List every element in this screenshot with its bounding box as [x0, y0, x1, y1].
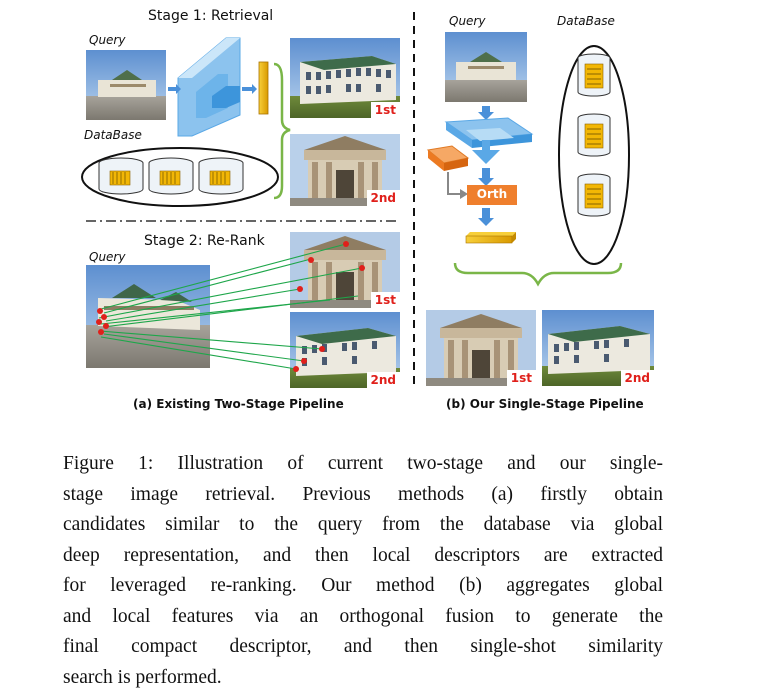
rank-label: 2nd — [366, 190, 400, 206]
figure-caption: Figure 1: Illustration of current two-st… — [63, 449, 663, 693]
orange-local-branch — [426, 145, 470, 171]
brace-stage1 — [273, 62, 291, 200]
rank-label: 1st — [370, 292, 400, 308]
result-photo-1st-right — [426, 310, 536, 386]
caption-line: and local features via an orthogonal fus… — [63, 605, 663, 627]
database-label-right: DataBase — [557, 14, 615, 28]
database-cylinder — [577, 53, 611, 97]
database-label: DataBase — [84, 128, 142, 142]
rank-badge-1st: 1st — [506, 365, 536, 386]
rank-badge-1st: 1st — [370, 287, 400, 308]
rank-badge-2nd: 2nd — [366, 185, 400, 206]
arrow-icon — [478, 106, 494, 120]
caption-line: final compact descriptor, and then singl… — [63, 636, 663, 657]
keypoint-match-lines — [98, 243, 363, 370]
database-cylinder — [148, 157, 194, 195]
orth-label: Orth — [476, 187, 508, 201]
brace-single-stage — [453, 262, 623, 287]
rank-label: 1st — [370, 102, 400, 118]
stage1-title: Stage 1: Retrieval — [148, 8, 274, 24]
result-photo-2nd-stage1 — [290, 134, 400, 206]
rank-badge-1st: 1st — [370, 97, 400, 118]
database-ellipse-left — [81, 147, 279, 207]
database-cylinder — [577, 113, 611, 157]
arrow-icon — [478, 168, 494, 186]
query-label: Query — [89, 33, 126, 47]
rank-label: 1st — [506, 370, 536, 386]
caption-line: Figure 1: Illustration of current two-st… — [63, 453, 663, 474]
query-photo-right — [445, 32, 527, 102]
cnn-block-single-stage — [444, 117, 534, 164]
query-label-right: Query — [449, 14, 486, 28]
database-cylinder — [577, 173, 611, 217]
subcaption-a: (a) Existing Two-Stage Pipeline — [133, 397, 344, 411]
database-cylinder — [98, 157, 144, 195]
caption-line: for leveraged re-ranking. Our method (b)… — [63, 575, 663, 596]
arrow-icon — [168, 84, 181, 94]
arrow-icon — [478, 208, 494, 226]
orth-box — [467, 185, 517, 205]
caption-line: candidates similar to the query from the… — [63, 514, 663, 535]
subcaption-b: (b) Our Single-Stage Pipeline — [446, 397, 644, 411]
query-label-stage2: Query — [89, 250, 126, 264]
database-cylinder — [198, 157, 244, 195]
query-photo-stage1 — [86, 50, 166, 120]
database-ellipse-right — [558, 45, 630, 265]
rank-label: 2nd — [620, 370, 654, 386]
rank-badge-2nd: 2nd — [620, 365, 654, 386]
global-descriptor-bar — [258, 61, 269, 115]
stage2-title: Stage 2: Re-Rank — [144, 233, 265, 249]
caption-line: stage image retrieval. Previous methods … — [63, 483, 663, 505]
rank-label: 2nd — [366, 372, 400, 388]
arrow-icon — [242, 84, 257, 94]
rank-badge-2nd: 2nd — [366, 367, 400, 388]
keypoints — [96, 241, 365, 372]
arrow-icon — [447, 172, 460, 195]
compact-descriptor-bar — [465, 232, 516, 244]
caption-line: search is performed. — [63, 666, 222, 688]
arrow-icon — [460, 189, 468, 199]
caption-line: deep representation, and then local desc… — [63, 544, 663, 566]
cnn-block-stage1 — [177, 37, 241, 137]
